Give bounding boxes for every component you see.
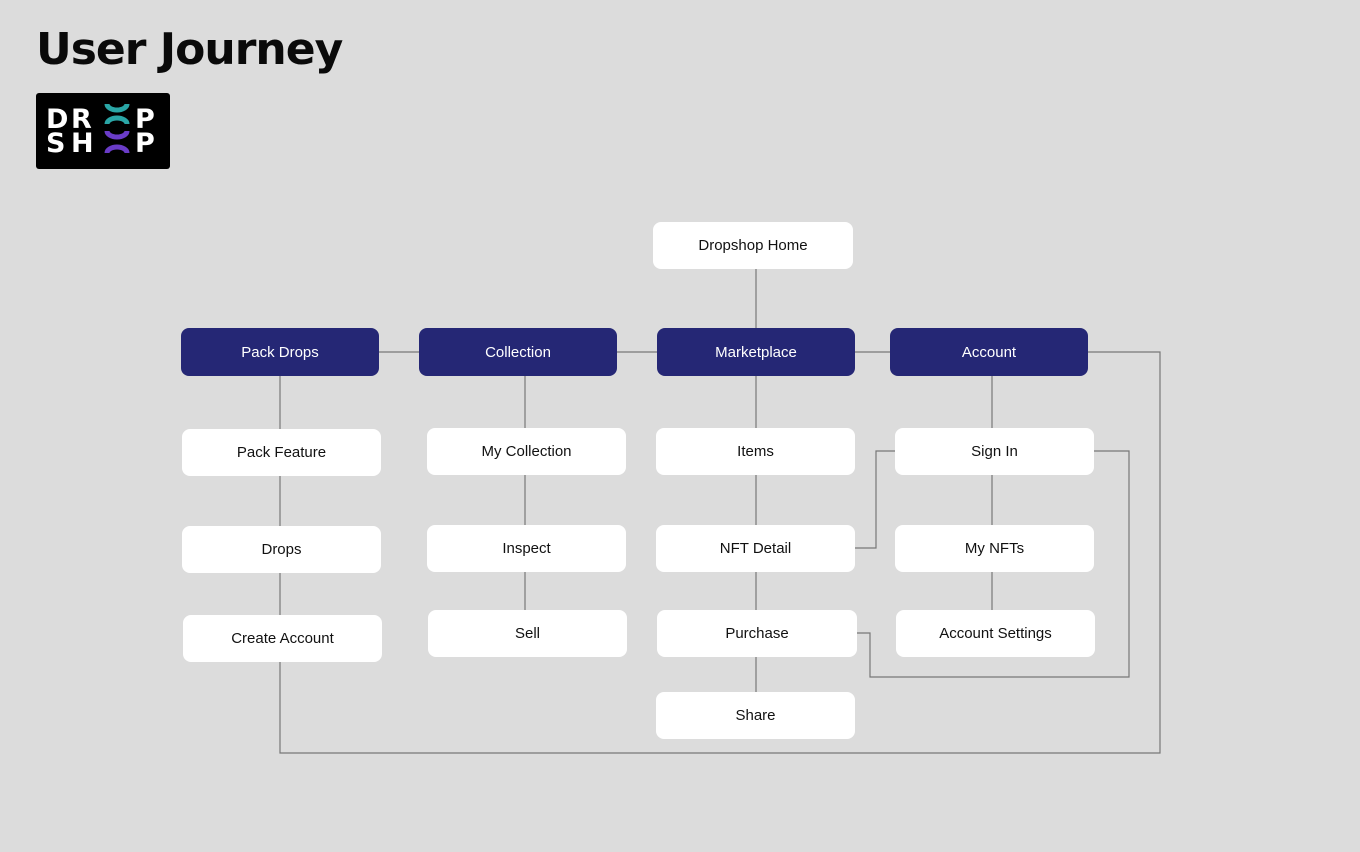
svg-text:S: S xyxy=(46,128,65,159)
node-inspect[interactable]: Inspect xyxy=(427,525,626,572)
node-create-account[interactable]: Create Account xyxy=(183,615,382,662)
dropshop-logo: D R P S H P xyxy=(36,93,170,169)
node-marketplace[interactable]: Marketplace xyxy=(657,328,855,376)
node-my-collection[interactable]: My Collection xyxy=(427,428,626,475)
node-account[interactable]: Account xyxy=(890,328,1088,376)
svg-text:P: P xyxy=(135,128,155,159)
node-purchase[interactable]: Purchase xyxy=(657,610,857,657)
node-sign-in[interactable]: Sign In xyxy=(895,428,1094,475)
node-dropshop-home[interactable]: Dropshop Home xyxy=(653,222,853,269)
node-account-settings[interactable]: Account Settings xyxy=(896,610,1095,657)
node-share[interactable]: Share xyxy=(656,692,855,739)
node-pack-feature[interactable]: Pack Feature xyxy=(182,429,381,476)
node-pack-drops[interactable]: Pack Drops xyxy=(181,328,379,376)
node-collection[interactable]: Collection xyxy=(419,328,617,376)
node-my-nfts[interactable]: My NFTs xyxy=(895,525,1094,572)
node-nft-detail[interactable]: NFT Detail xyxy=(656,525,855,572)
page-title: User Journey xyxy=(36,24,343,75)
node-drops[interactable]: Drops xyxy=(182,526,381,573)
svg-text:R: R xyxy=(71,104,92,135)
svg-text:H: H xyxy=(71,128,94,159)
svg-text:P: P xyxy=(135,104,155,135)
node-items[interactable]: Items xyxy=(656,428,855,475)
svg-text:D: D xyxy=(46,104,68,135)
dropshop-logo-mark: D R P S H P xyxy=(46,103,155,159)
node-sell[interactable]: Sell xyxy=(428,610,627,657)
